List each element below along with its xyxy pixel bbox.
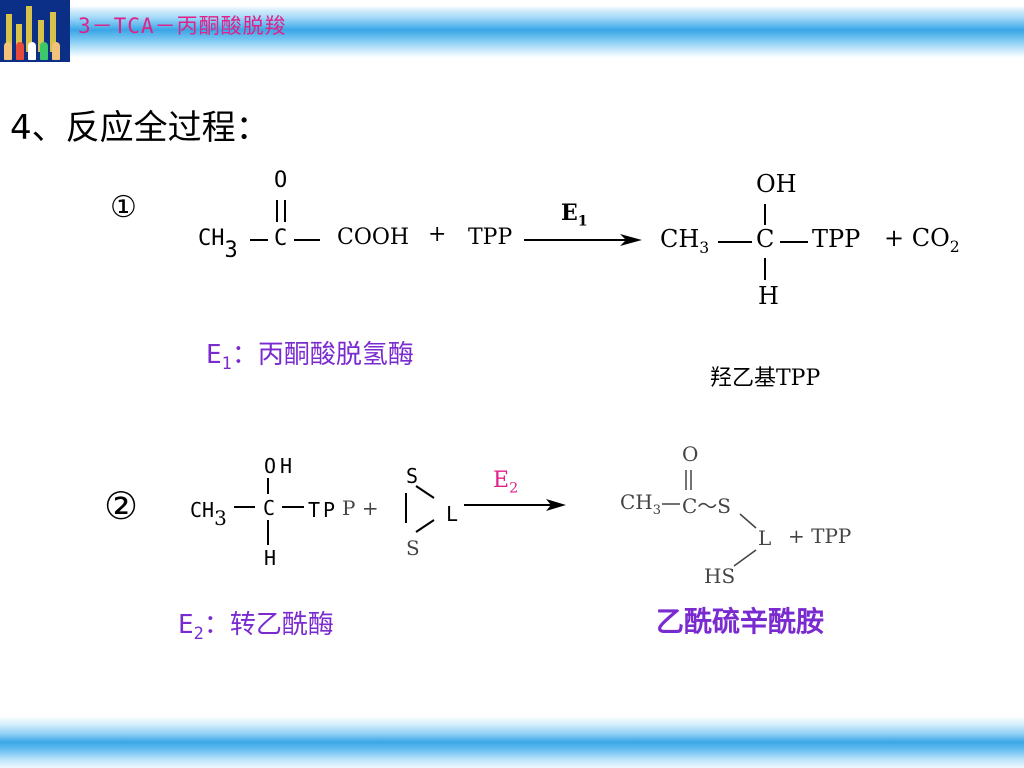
r1-product-h: H bbox=[758, 282, 779, 310]
r2-product-oxygen: O bbox=[682, 442, 699, 466]
logo-icon bbox=[0, 0, 70, 62]
r1-reactant-oxygen: O bbox=[274, 168, 288, 193]
r2-product-name: 乙酰硫辛酰胺 bbox=[656, 605, 825, 638]
r2-reactant-carbon: C bbox=[263, 496, 276, 520]
r1-product-co2: + CO2 bbox=[884, 224, 960, 256]
r1-product-tpp: TPP bbox=[812, 225, 861, 253]
r2-product-ch3: CH3 bbox=[620, 490, 662, 518]
r2-reactant-ch3: CH3 bbox=[190, 498, 227, 530]
r2-lipoate-s-top: S bbox=[406, 464, 419, 488]
footer-band bbox=[0, 716, 1024, 768]
r2-lipoate-l: L bbox=[446, 502, 459, 526]
r1-reactant-ch3: CH3 bbox=[198, 226, 238, 263]
r1-product-carbon: C bbox=[756, 225, 775, 253]
slide-header-title: 3－TCA－丙酮酸脱羧 bbox=[78, 14, 287, 38]
r2-product-chain: C～S bbox=[682, 494, 732, 518]
r2-reactant-h: H bbox=[264, 546, 277, 570]
r1-plus: + bbox=[428, 222, 447, 247]
r2-product-plus-tpp: + TPP bbox=[788, 524, 852, 548]
reaction-1-marker: ① bbox=[110, 190, 137, 225]
r2-enzyme-name: E2：转乙酰酶 bbox=[178, 610, 334, 644]
r1-reactant-carbon: C bbox=[274, 226, 288, 251]
r1-product-oh: OH bbox=[756, 170, 797, 198]
r1-enzyme-label: E1 bbox=[561, 200, 588, 230]
reaction-2-marker: ② bbox=[104, 484, 139, 528]
r1-enzyme-name: E1：丙酮酸脱氢酶 bbox=[206, 340, 414, 374]
r1-product-ch3: CH3 bbox=[660, 225, 710, 257]
r1-reactant-cooh: COOH bbox=[337, 225, 410, 250]
r2-lipoate-s-bottom: S bbox=[406, 536, 420, 560]
header-band bbox=[0, 0, 1024, 62]
r2-reactant-p-plus: P + bbox=[342, 496, 379, 520]
r2-product-l: L bbox=[758, 526, 772, 550]
r1-product-name: 羟乙基TPP bbox=[710, 366, 821, 391]
r2-reactant-tp: TP bbox=[308, 498, 339, 522]
r2-product-hs: HS bbox=[704, 564, 736, 588]
r2-enzyme-label: E2 bbox=[493, 468, 519, 497]
page-title: 4、反应全过程： bbox=[10, 108, 270, 148]
r1-reactant-tpp: TPP bbox=[468, 225, 513, 250]
r2-reactant-oh: OH bbox=[264, 454, 297, 478]
